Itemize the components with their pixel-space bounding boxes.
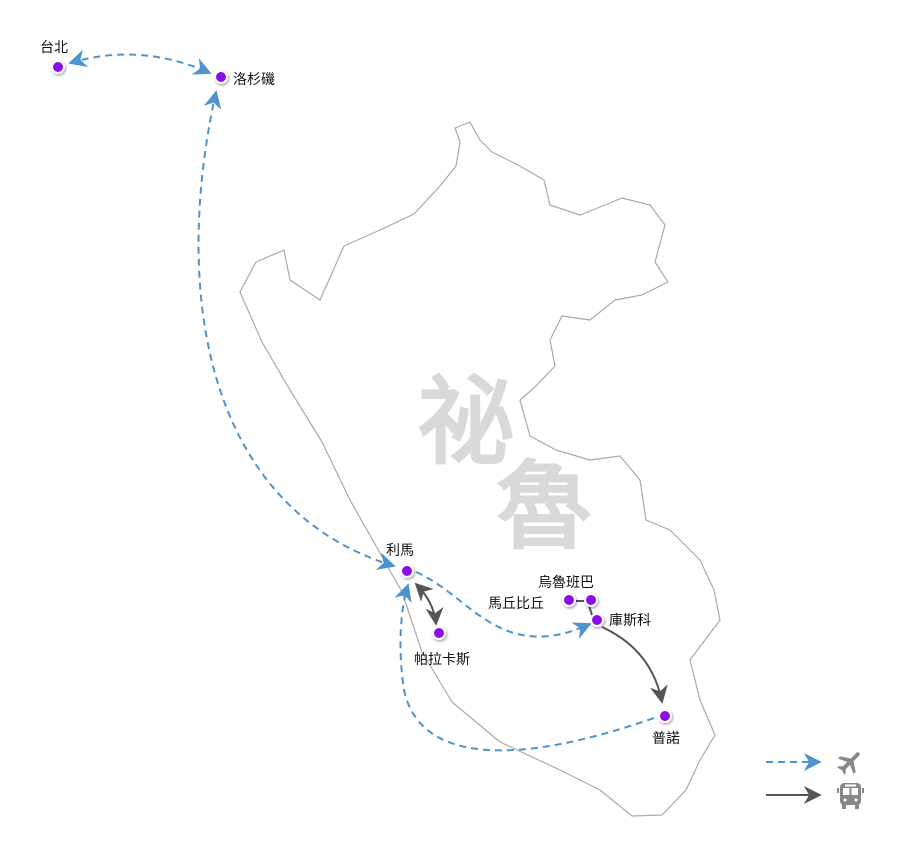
bus-icon bbox=[837, 783, 864, 809]
city-dot-cusco bbox=[590, 613, 604, 627]
city-dot-lima bbox=[400, 564, 414, 578]
route-cusco-puno bbox=[601, 626, 668, 704]
route-urubamba-cusco bbox=[588, 605, 593, 616]
city-label-los-angeles: 洛杉磯 bbox=[233, 72, 275, 88]
city-dot-urubamba bbox=[584, 593, 598, 607]
city-dot-puno bbox=[658, 709, 672, 723]
airplane-icon bbox=[837, 752, 860, 775]
city-dot-paracas bbox=[432, 626, 446, 640]
city-dot-los-angeles bbox=[214, 70, 228, 84]
city-label-taipei: 台北 bbox=[40, 40, 68, 56]
watermark-char-2: 魯 bbox=[496, 451, 592, 563]
watermark-char-1: 祕 bbox=[418, 366, 514, 478]
city-dot-taipei bbox=[51, 60, 65, 74]
city-label-cusco: 庫斯科 bbox=[609, 612, 651, 629]
city-dot-machu-picchu bbox=[562, 593, 576, 607]
city-label-urubamba: 烏魯班巴 bbox=[538, 574, 594, 591]
route-taipei-la bbox=[68, 49, 212, 75]
city-label-paracas: 帕拉卡斯 bbox=[414, 652, 470, 668]
legend bbox=[766, 752, 864, 809]
city-label-puno: 普諾 bbox=[652, 731, 680, 747]
route-lima-paracas bbox=[414, 582, 444, 626]
city-label-lima: 利馬 bbox=[386, 543, 414, 559]
city-markers bbox=[51, 60, 672, 723]
city-label-machu-picchu: 馬丘比丘 bbox=[488, 596, 544, 612]
route-la-lima bbox=[197, 90, 396, 570]
route-lima-cusco bbox=[415, 571, 592, 639]
flight-routes bbox=[68, 49, 655, 752]
bus-routes bbox=[414, 582, 668, 704]
route-puno-lima bbox=[394, 583, 655, 752]
